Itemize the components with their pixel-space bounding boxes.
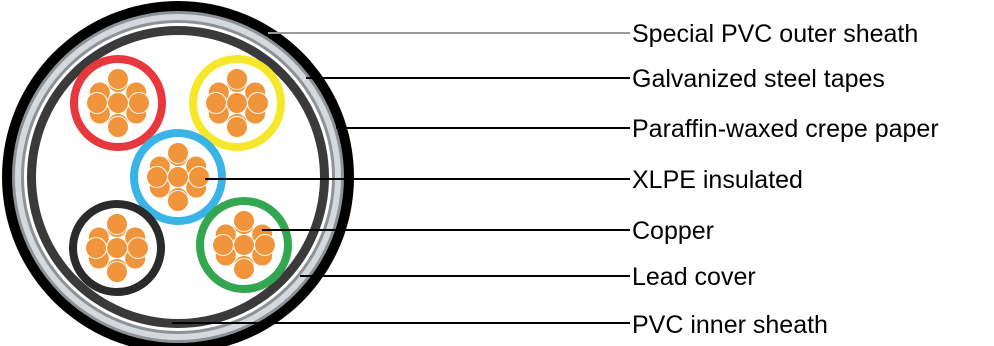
copper-strand [106,213,128,235]
copper-strand [128,92,150,114]
copper-strand [146,166,168,188]
leader-lines [172,32,630,324]
copper-strand [226,116,248,138]
copper-strand [188,166,210,188]
copper-strand [233,258,255,280]
copper-strands [205,68,269,138]
copper-strand [226,68,248,90]
labels: Special PVC outer sheath Galvanized stee… [632,20,939,339]
copper-strand [247,92,269,114]
copper-strand [85,237,107,259]
copper-strand [107,68,129,90]
red-core [70,55,166,151]
copper-strands [85,213,149,283]
copper-strand [107,92,129,114]
label-outer-sheath: Special PVC outer sheath [632,20,918,48]
label-crepe-paper: Paraffin-waxed crepe paper [632,115,939,143]
cores [69,55,292,296]
green-core [196,197,292,293]
black-core [69,200,165,296]
copper-strand [254,234,276,256]
copper-strand [106,237,128,259]
copper-strand [167,142,189,164]
label-xlpe: XLPE insulated [632,166,803,194]
copper-strand [127,237,149,259]
label-steel-tapes: Galvanized steel tapes [632,65,885,93]
copper-strand [212,234,234,256]
copper-strand [233,234,255,256]
copper-strand [86,92,108,114]
copper-strand [233,210,255,232]
copper-strands [86,68,150,138]
copper-strand [106,261,128,283]
label-copper: Copper [632,217,714,245]
copper-strand [167,190,189,212]
copper-strand [205,92,227,114]
copper-strands [146,142,210,212]
label-inner-sheath: PVC inner sheath [632,311,828,339]
yellow-core [189,55,285,151]
copper-strand [107,116,129,138]
copper-strand [226,92,248,114]
blue-core [130,129,226,225]
label-lead-cover: Lead cover [632,263,756,291]
copper-strand [167,166,189,188]
